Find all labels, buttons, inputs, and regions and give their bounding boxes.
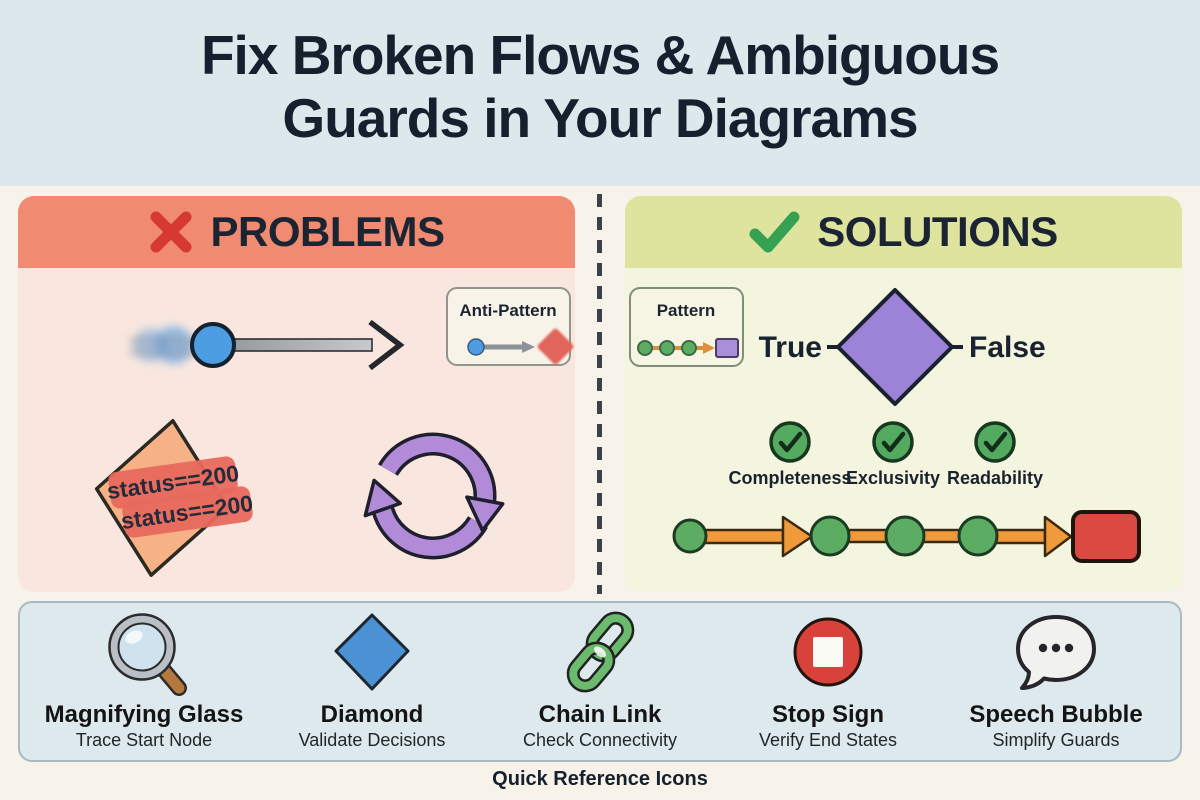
ref-name: Diamond [320, 701, 424, 728]
ref-name: Stop Sign [772, 701, 884, 728]
x-mark-icon [150, 211, 192, 253]
problems-title: PROBLEMS [210, 208, 445, 255]
solutions-diagram: Pattern True False [625, 268, 1182, 592]
mini-node-icon [659, 340, 675, 356]
ref-item-stop-sign: Stop Sign Verify End States [714, 609, 942, 751]
ref-name: Chain Link [538, 701, 662, 728]
stop-sign-icon [793, 617, 863, 687]
mini-bad-diamond-icon [537, 328, 574, 365]
criterion-completeness: Completeness [728, 468, 851, 488]
ref-tip: Simplify Guards [992, 730, 1120, 750]
branch-true-label: True [759, 331, 822, 364]
branch-false-label: False [969, 331, 1046, 364]
node-circle [190, 322, 236, 368]
ref-item-diamond: Diamond Validate Decisions [258, 609, 486, 751]
strip-caption: Quick Reference Icons [492, 768, 708, 790]
ref-tip: Trace Start Node [75, 730, 213, 750]
decision-diamond [836, 288, 954, 406]
solutions-panel: SOLUTIONS Pattern [625, 196, 1182, 592]
page-title-line1: Fix Broken Flows & Ambiguous [200, 24, 1000, 86]
ref-item-chain-link: Chain Link Check Connectivity [486, 609, 714, 751]
chain-link-icon [566, 611, 635, 693]
page-title-line2: Guards in Your Diagrams [282, 86, 918, 149]
ambiguous-guard-motif: status==200 status==200 [94, 419, 255, 577]
pattern-label: Pattern [657, 301, 716, 320]
ref-item-magnifying-glass: Magnifying Glass Trace Start Node [30, 609, 258, 751]
speech-bubble-icon [1016, 615, 1096, 690]
check-mark-icon [749, 211, 800, 253]
title-band [0, 0, 1200, 186]
problems-panel: PROBLEMS [18, 196, 575, 592]
mini-node-icon [681, 340, 697, 356]
ref-tip: Check Connectivity [522, 730, 678, 750]
motion-blur-trail [130, 326, 200, 364]
pattern-box: Pattern [629, 287, 744, 367]
healthy-flow-motif [672, 510, 1141, 563]
ref-tip: Verify End States [758, 730, 898, 750]
problems-diagram: Anti-Pattern status==200 [18, 268, 575, 592]
edge-shaft [213, 338, 373, 352]
labelled-decision-motif: True False [759, 288, 1046, 406]
end-state-rect [1071, 510, 1141, 563]
quick-reference-strip: Magnifying Glass Trace Start Node Diamon… [18, 601, 1182, 762]
flow-node [884, 515, 926, 557]
mini-end-state-icon [715, 338, 739, 358]
ref-name: Speech Bubble [969, 701, 1143, 728]
arrowhead [368, 319, 405, 371]
page-title: Fix Broken Flows & Ambiguous Guards in Y… [0, 24, 1200, 149]
infinite-loop-icon [363, 432, 505, 560]
criteria-row: Completeness Exclusivity Readability [728, 421, 1043, 488]
panel-divider [597, 194, 602, 594]
problems-header: PROBLEMS [18, 196, 575, 268]
ref-name: Magnifying Glass [44, 701, 244, 728]
anti-pattern-label: Anti-Pattern [459, 301, 556, 320]
criterion-readability: Readability [947, 468, 1043, 488]
criterion-exclusivity: Exclusivity [846, 468, 940, 488]
magnifying-glass-icon [108, 613, 187, 696]
mini-node-icon [637, 340, 653, 356]
flow-node [957, 515, 999, 557]
ref-item-speech-bubble: Speech Bubble Simplify Guards [942, 609, 1170, 751]
solutions-header: SOLUTIONS [625, 196, 1182, 268]
rushed-flow-motif [130, 319, 405, 371]
flow-node [672, 518, 708, 554]
solutions-title: SOLUTIONS [817, 208, 1058, 255]
anti-pattern-box: Anti-Pattern [446, 287, 574, 366]
ref-tip: Validate Decisions [298, 730, 446, 750]
flow-node [809, 515, 851, 557]
diamond-icon [334, 613, 410, 691]
mini-node-icon [467, 338, 485, 356]
